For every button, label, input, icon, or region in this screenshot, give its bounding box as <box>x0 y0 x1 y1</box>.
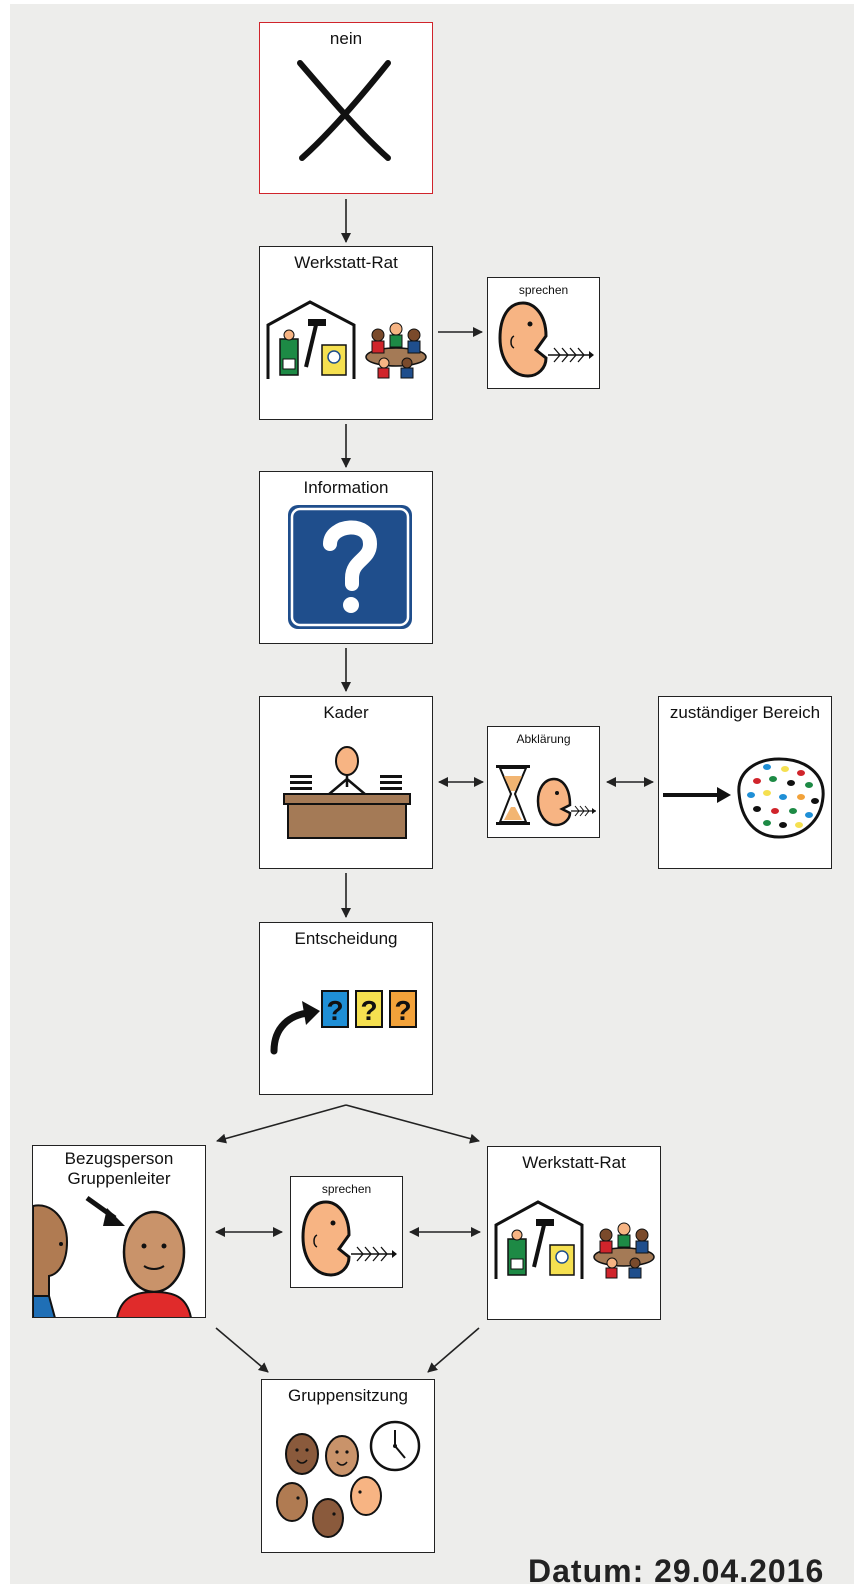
svg-text:?: ? <box>394 995 411 1026</box>
node-label: Bezugsperson Gruppenleiter <box>33 1149 205 1189</box>
node-label: Gruppensitzung <box>287 1386 409 1405</box>
node-werkstatt-rat-2: Werkstatt-Rat <box>487 1146 661 1320</box>
node-werkstatt-rat: Werkstatt-Rat <box>259 246 433 420</box>
workshop-council-icon <box>266 300 427 379</box>
node-label: Entscheidung <box>294 929 398 948</box>
node-label: Werkstatt-Rat <box>294 253 398 272</box>
node-entscheidung: Entscheidung ? ? ? <box>259 922 433 1095</box>
node-zustaendiger-bereich: zuständiger Bereich <box>658 696 832 869</box>
group-meeting-icon <box>276 1420 421 1538</box>
manager-desk-icon <box>283 746 411 839</box>
node-sprechen: sprechen <box>487 277 600 389</box>
node-information: Information <box>259 471 433 644</box>
node-label: Werkstatt-Rat <box>522 1153 626 1172</box>
node-bezugsperson: Bezugsperson Gruppenleiter <box>32 1145 206 1318</box>
node-gruppensitzung: Gruppensitzung <box>261 1379 435 1553</box>
speaking-face-icon <box>498 301 594 378</box>
svg-text:?: ? <box>360 995 377 1026</box>
node-label: sprechen <box>518 283 569 297</box>
responsible-area-icon <box>663 757 825 839</box>
node-label: nein <box>329 29 363 48</box>
node-label: zuständiger Bereich <box>669 703 821 722</box>
footer-date: Datum: 29.04.2016 <box>528 1553 825 1589</box>
reference-person-icon <box>33 1195 192 1317</box>
node-label: sprechen <box>321 1182 372 1196</box>
hourglass-speaking-icon <box>496 765 596 827</box>
node-abklaerung: Abklärung <box>487 726 600 838</box>
node-label: Abklärung <box>516 732 571 746</box>
x-mark-icon <box>297 60 391 161</box>
node-label: Kader <box>323 703 369 722</box>
decision-icon: ? ? ? <box>270 990 417 1055</box>
node-label-line-2: Gruppenleiter <box>67 1169 171 1188</box>
svg-text:?: ? <box>326 995 343 1026</box>
node-nein: nein <box>259 22 433 194</box>
node-kader: Kader <box>259 696 433 869</box>
workshop-council-icon <box>494 1200 655 1279</box>
node-label-line-1: Bezugsperson <box>64 1149 174 1168</box>
information-question-icon <box>288 505 412 629</box>
node-label: Information <box>303 478 389 497</box>
speaking-face-icon <box>301 1200 397 1277</box>
node-sprechen-2: sprechen <box>290 1176 403 1288</box>
